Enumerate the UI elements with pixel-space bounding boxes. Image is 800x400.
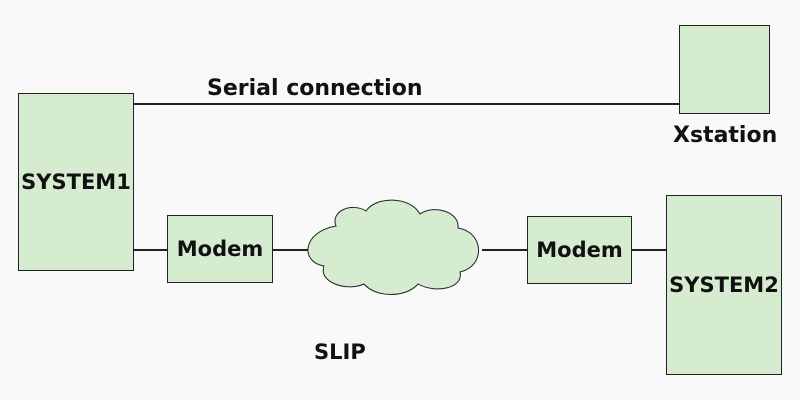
system2-node: SYSTEM2 (666, 195, 782, 375)
system1-node: SYSTEM1 (18, 93, 134, 271)
slip-label: SLIP (314, 340, 366, 364)
modem-right-node: Modem (527, 216, 632, 284)
modem-right-label: Modem (536, 238, 623, 262)
system2-label: SYSTEM2 (669, 273, 779, 297)
serial-connection-label: Serial connection (207, 76, 423, 101)
xstation-node (679, 25, 770, 114)
system1-label: SYSTEM1 (21, 170, 131, 194)
cloud-icon (307, 199, 479, 295)
modem-left-node: Modem (167, 215, 273, 283)
xstation-label: Xstation (673, 123, 778, 148)
modem-left-label: Modem (176, 237, 264, 261)
